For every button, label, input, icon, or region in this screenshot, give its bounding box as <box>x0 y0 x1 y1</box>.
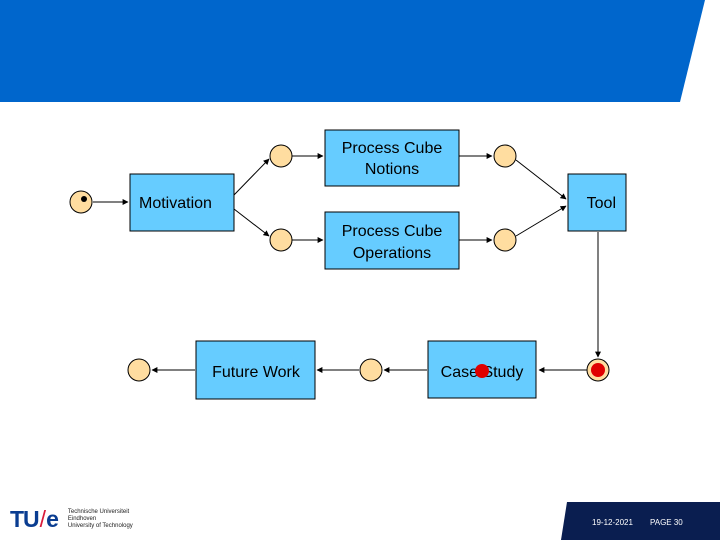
logo-slash: / <box>39 505 46 532</box>
place-end <box>127 358 151 382</box>
places <box>69 144 610 382</box>
header-band <box>0 0 705 102</box>
place-start <box>69 190 93 214</box>
case-study-token <box>475 364 489 378</box>
logo-mark-left: TU <box>10 505 40 532</box>
box-future-work <box>195 340 316 400</box>
arc-motivation-to-p1 <box>233 158 270 196</box>
box-tool <box>567 173 627 232</box>
arcs <box>93 153 601 373</box>
place-p2 <box>269 228 293 252</box>
box-operations-label-1: Process Cube <box>342 223 443 240</box>
footer-date: 19-12-2021 <box>592 518 633 527</box>
header-shape <box>0 0 705 102</box>
logo-line-1: Technische Universiteit <box>67 508 130 515</box>
box-operations-label-2: Operations <box>353 245 431 262</box>
place-p5-token <box>591 363 605 377</box>
place-p4 <box>493 228 517 252</box>
box-notions-label-2: Notions <box>365 161 419 178</box>
tue-logo-mark: TU/e <box>10 505 59 533</box>
logo-line-2: Eindhoven <box>67 515 97 522</box>
box-tool-label: Tool <box>587 195 616 212</box>
place-p6 <box>359 358 383 382</box>
tue-logo: TU/e Technische Universiteit Eindhoven U… <box>10 503 133 535</box>
box-future-work-label: Future Work <box>212 364 301 381</box>
box-notions <box>324 129 460 187</box>
box-motivation-label: Motivation <box>139 195 212 212</box>
box-motivation <box>129 173 235 232</box>
box-operations <box>324 211 460 270</box>
arc-motivation-to-p2 <box>233 208 270 237</box>
transitions: Motivation Process Cube Notions Process … <box>129 129 627 400</box>
footer-page-number: PAGE 30 <box>650 518 683 527</box>
place-p1 <box>269 144 293 168</box>
box-notions-label-1: Process Cube <box>342 140 443 157</box>
place-start-token <box>81 196 87 202</box>
arc-p4-to-tool <box>515 205 567 237</box>
logo-wordmark: Technische Universiteit Eindhoven Univer… <box>68 509 133 530</box>
logo-mark-right: e <box>46 505 59 532</box>
arc-p3-to-tool <box>515 159 567 200</box>
place-p3 <box>493 144 517 168</box>
logo-line-3: University of Technology <box>67 522 133 529</box>
